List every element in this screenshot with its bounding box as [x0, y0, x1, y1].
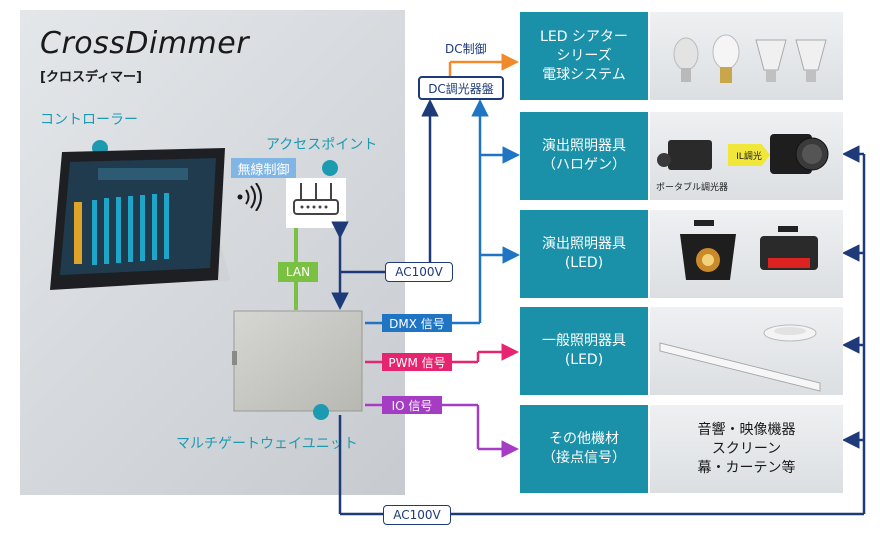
il-dimming-arrow: IL調光: [728, 144, 770, 166]
ac100v-top-label: AC100V: [385, 262, 453, 282]
brand-subtitle: [クロスディマー]: [40, 70, 142, 85]
general-led-fixtures-image: [659, 324, 821, 392]
portable-dimmer-caption: ポータブル調光器: [656, 183, 729, 193]
dc-control-line: [448, 53, 519, 76]
gateway-marker: [313, 404, 329, 420]
router-icon: [293, 183, 339, 215]
category-other-equipment: その他機材 （接点信号）: [520, 405, 648, 493]
dmx-line: [365, 99, 520, 325]
lan-label: LAN: [278, 262, 318, 282]
access-point-marker: [322, 160, 338, 176]
dc-dimmer-panel: DC調光器盤: [418, 76, 504, 100]
led-bulbs-image: [673, 34, 827, 83]
gateway-label: マルチゲートウェイユニット: [176, 436, 358, 452]
dc-control-label: DC制御: [445, 42, 487, 56]
io-label: IO 信号: [382, 396, 442, 414]
photo-stage-led: [650, 210, 843, 298]
wireless-signal-icon: [237, 183, 262, 211]
other-equipment-description: 音響・映像機器 スクリーン 幕・カーテン等: [650, 405, 843, 493]
stage-led-fixtures-image: [680, 220, 818, 280]
category-stage-led: 演出照明器具 (LED): [520, 210, 648, 298]
pwm-label: PWM 信号: [382, 353, 452, 371]
tablet-screen: [60, 158, 216, 275]
category-led-theater: LED シアター シリーズ 電球システム: [520, 12, 648, 100]
halogen-fixture-image: [657, 134, 829, 174]
tablet-controller-image: [50, 148, 230, 290]
brand-title: CrossDimmer: [40, 26, 250, 61]
photo-general-led: [650, 307, 843, 395]
gateway-unit-box: [232, 310, 363, 412]
category-general-led: 一般照明器具 (LED): [520, 307, 648, 395]
access-point-label: アクセスポイント: [266, 137, 378, 153]
photo-led-bulbs: [650, 12, 843, 100]
ac100v-bottom-label: AC100V: [383, 505, 451, 525]
photo-halogen: IL調光 ポータブル調光器: [650, 112, 843, 200]
tablet-faders: [74, 193, 169, 265]
dmx-label: DMX 信号: [382, 314, 452, 332]
tablet-button-row: [98, 168, 188, 180]
wireless-badge: 無線制御: [231, 158, 296, 178]
category-halogen: 演出照明器具 （ハロゲン）: [520, 112, 648, 200]
controller-label: コントローラー: [40, 112, 138, 128]
